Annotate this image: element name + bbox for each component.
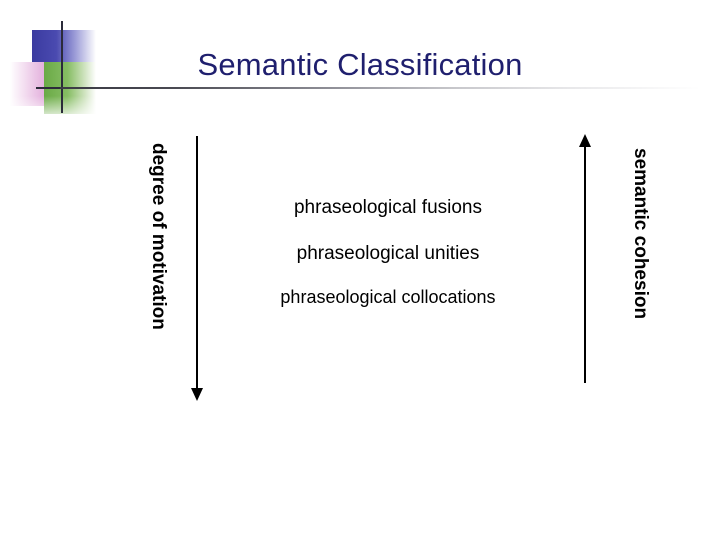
list-item: phraseological collocations (280, 287, 496, 307)
axis-label-semantic-cohesion: semantic cohesion (630, 148, 651, 320)
title-divider (60, 87, 700, 89)
down-arrow-icon (188, 136, 208, 404)
logo-bottom-fade (0, 96, 200, 126)
up-arrow-icon (576, 134, 596, 386)
page-title: Semantic Classification (197, 47, 523, 82)
arrow-head (579, 134, 591, 147)
arrow-head (191, 388, 203, 401)
axis-label-degree-of-motivation: degree of motivation (148, 143, 169, 330)
arrow-shaft (196, 136, 198, 392)
arrow-shaft (584, 145, 586, 383)
list-item: phraseological unities (296, 243, 480, 264)
term-list: phraseological fusions phraseological un… (200, 196, 576, 308)
list-item: phraseological fusions (293, 197, 482, 218)
